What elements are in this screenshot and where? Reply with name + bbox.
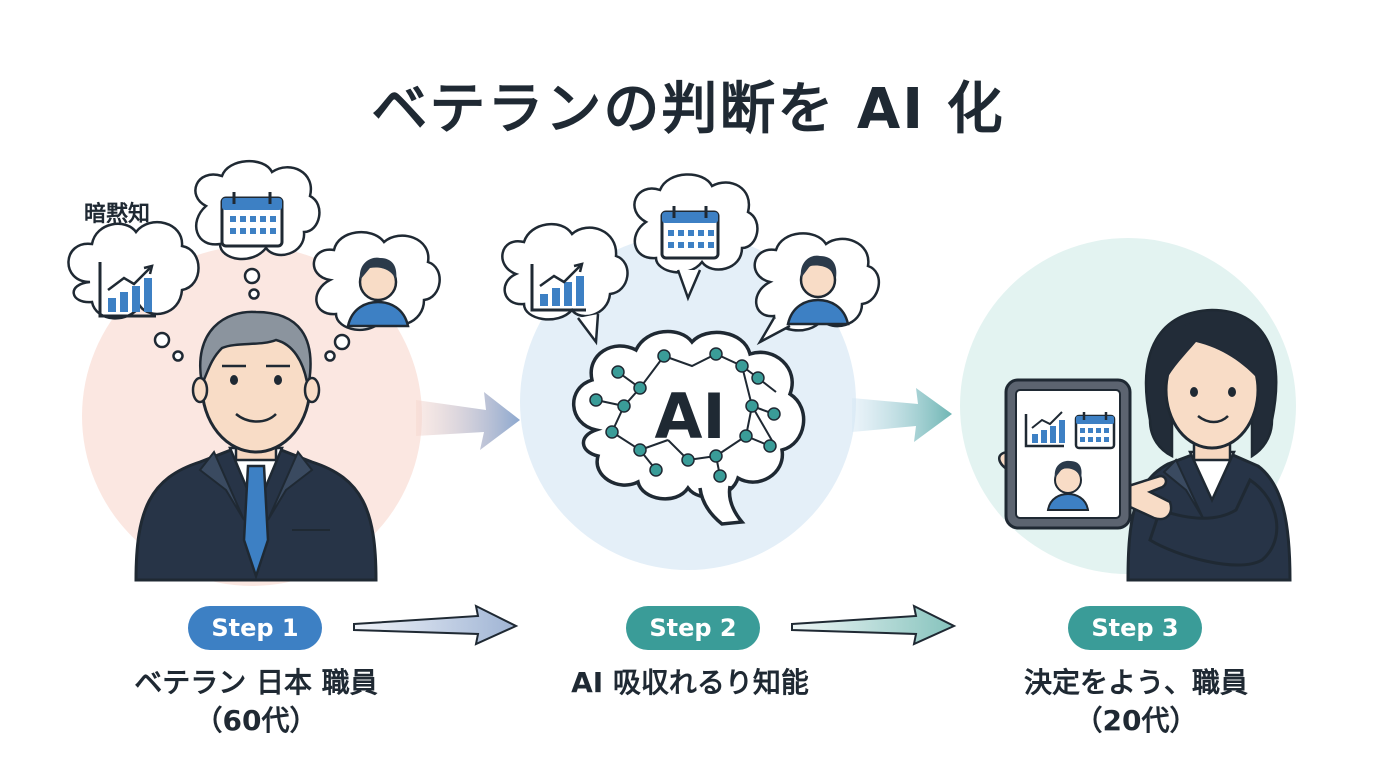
step-1-caption-line2: （60代） — [194, 704, 318, 737]
person-icon — [346, 257, 410, 328]
young-employee-illustration — [998, 308, 1292, 582]
person-icon — [1046, 460, 1090, 511]
calendar-icon — [660, 206, 720, 260]
step-1-caption-line1: ベテラン 日本 職員 — [134, 666, 378, 699]
flow-arrow-1 — [416, 392, 520, 450]
step-3-caption: 決定をよう、職員 （20代） — [976, 664, 1296, 740]
step-3-caption-line2: （20代） — [1074, 704, 1198, 737]
step-1-badge: Step 1 — [188, 606, 322, 650]
step-3-caption-line1: 決定をよう、職員 — [1023, 666, 1248, 699]
step-2-caption: AI 吸収れるり知能 — [520, 664, 860, 702]
person-icon — [786, 255, 850, 326]
step-arrow-1 — [353, 604, 519, 646]
chart-icon — [1024, 411, 1065, 448]
page-title: ベテランの判断を AI 化 — [371, 77, 1005, 142]
step-1-caption: ベテラン 日本 職員 （60代） — [96, 664, 416, 740]
flow-arrow-2 — [852, 388, 952, 442]
step-arrow-2 — [791, 604, 957, 646]
calendar-icon — [1074, 412, 1116, 450]
chart-icon — [98, 262, 156, 318]
veteran-employee-illustration — [134, 310, 378, 582]
step-2-caption-line1: AI 吸収れるり知能 — [571, 666, 809, 699]
ai-brain-icon — [572, 329, 806, 526]
step-3-badge: Step 3 — [1068, 606, 1202, 650]
step-2-badge: Step 2 — [626, 606, 760, 650]
calendar-icon — [220, 192, 284, 248]
ai-brain-label: AI — [654, 380, 726, 453]
chart-icon — [530, 262, 586, 312]
ai-thought-bubble-chart — [501, 222, 629, 346]
